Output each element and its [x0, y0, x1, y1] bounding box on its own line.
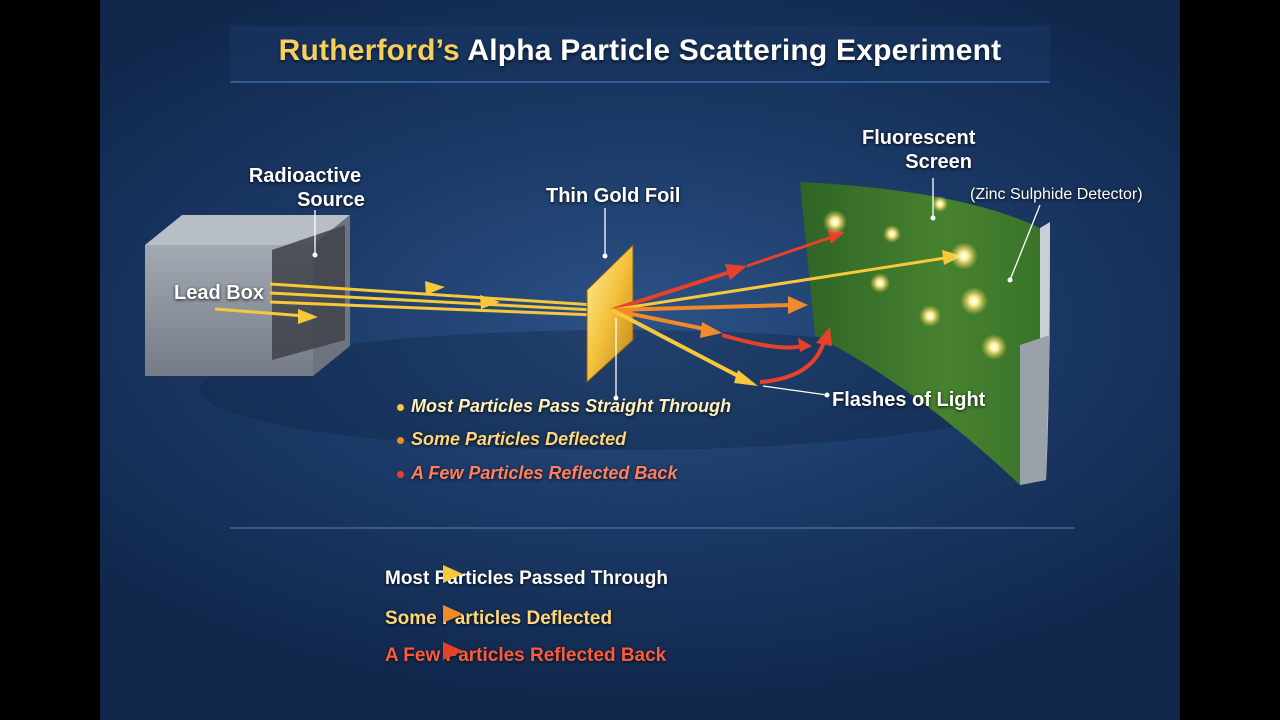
title-rest: Alpha Particle Scattering Experiment: [459, 34, 1002, 67]
leader-dots: [312, 215, 1013, 401]
legend-item-pass: Most Particles Passed Through: [385, 564, 668, 594]
legend-item-deflected: Some Particles Deflected: [385, 604, 612, 634]
flashes-label: Flashes of Light: [832, 389, 986, 411]
title-banner: [230, 26, 1050, 82]
gold-foil-label: Thin Gold Foil: [546, 185, 681, 207]
legend-arrow-red-icon: [385, 642, 463, 660]
scattered-rays: [611, 230, 962, 386]
bullet-dot-yellow: [397, 403, 404, 411]
screen-line1: Fluorescent: [862, 127, 976, 149]
leader-lines: [314, 178, 1041, 398]
detector-label: (Zinc Sulphide Detector): [970, 186, 1143, 203]
diagram-stage: Rutherford’s Alpha Particle Scattering E…: [100, 0, 1180, 720]
screen-line2: Screen: [905, 151, 972, 173]
lead-box-label: Lead Box: [174, 282, 265, 304]
legend-item-reflected: A Few Particles Reflected Back: [385, 641, 666, 671]
page-title: Rutherford’s Alpha Particle Scattering E…: [100, 34, 1180, 68]
legend-arrow-yellow-icon: [385, 565, 463, 583]
light-flashes: [823, 196, 1007, 360]
bullet-deflected: Some Particles Deflected: [397, 429, 626, 450]
bullet-pass-text: Most Particles Pass Straight Through: [411, 396, 732, 416]
bullet-reflected-text: A Few Particles Reflected Back: [411, 463, 678, 483]
floor-shadow: [200, 330, 1040, 450]
radioactive-source-line1: Radioactive: [248, 165, 362, 187]
title-prefix: Rutherford’s: [278, 34, 460, 67]
bullet-reflected: A Few Particles Reflected Back: [397, 463, 677, 484]
radioactive-source-label: Radioactive Source: [240, 164, 370, 212]
radioactive-source-line2: Source: [297, 189, 365, 211]
screen-label: Fluorescent Screen: [862, 126, 976, 174]
fluorescent-screen: [800, 182, 1050, 485]
bullet-deflected-text: Some Particles Deflected: [411, 429, 627, 449]
bullet-dot-orange: [397, 436, 404, 444]
diagram-canvas: [145, 26, 1075, 529]
legend-arrow-orange-icon: [385, 605, 463, 623]
gold-foil: [586, 243, 634, 384]
bullet-pass-through: Most Particles Pass Straight Through: [397, 396, 731, 417]
alpha-beams: [214, 281, 596, 324]
bullet-dot-red: [397, 470, 404, 478]
